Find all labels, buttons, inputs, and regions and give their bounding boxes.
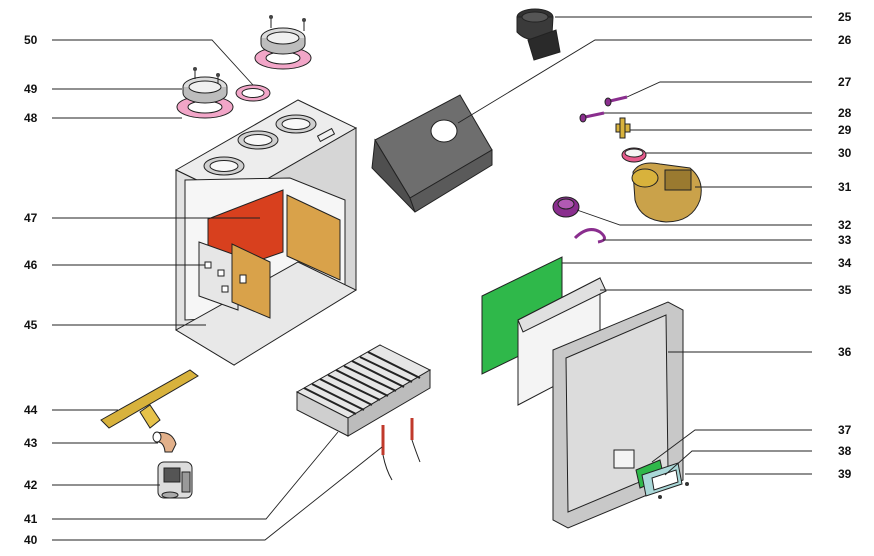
callout-labels: 25 26 27 28 29 30 31 32 33 34 35 36 37 3…: [24, 10, 852, 547]
label-47: 47: [24, 211, 38, 225]
part-44-burner-manifold: [100, 369, 199, 429]
part-29-fitting: [615, 117, 631, 139]
label-44: 44: [24, 403, 38, 417]
label-26: 26: [838, 33, 852, 47]
part-43-pipe-elbow: [152, 431, 177, 453]
label-35: 35: [838, 283, 852, 297]
leader-lines: [52, 16, 812, 541]
label-40: 40: [24, 533, 38, 547]
label-28: 28: [838, 106, 852, 120]
label-30: 30: [838, 146, 852, 160]
label-49: 49: [24, 82, 38, 96]
label-38: 38: [838, 444, 852, 458]
label-43: 43: [24, 436, 38, 450]
label-50: 50: [24, 33, 38, 47]
part-30-ring: [621, 147, 647, 163]
part-31-fan: [631, 162, 702, 223]
part-50-flue-cover: [254, 15, 312, 70]
part-42-gas-valve: [157, 461, 193, 499]
part-40-electrodes: [381, 418, 421, 481]
label-37: 37: [838, 423, 852, 437]
label-36: 36: [838, 345, 852, 359]
label-48: 48: [24, 111, 38, 125]
part-41-heat-exchanger: [295, 344, 432, 437]
label-31: 31: [838, 180, 852, 194]
label-46: 46: [24, 258, 38, 272]
label-29: 29: [838, 123, 852, 137]
side-insulation-panel-right: [286, 194, 341, 281]
label-39: 39: [838, 467, 852, 481]
part-32-cap: [552, 196, 580, 218]
label-27: 27: [838, 75, 852, 89]
label-34: 34: [838, 256, 852, 270]
part-46-side-insulation: [198, 241, 271, 319]
label-45: 45: [24, 318, 38, 332]
part-26-hood: [371, 94, 493, 213]
label-25: 25: [838, 10, 852, 24]
label-33: 33: [838, 233, 852, 247]
part-25-flue-adapter: [516, 8, 561, 61]
part-28-screw: [579, 111, 605, 123]
label-32: 32: [838, 218, 852, 232]
label-41: 41: [24, 512, 38, 526]
part-33-hose: [573, 228, 606, 244]
part-27-screw: [604, 95, 628, 107]
part-49-48-cover-gasket: [176, 67, 234, 119]
label-42: 42: [24, 478, 38, 492]
small-gasket-ring: [235, 84, 271, 102]
